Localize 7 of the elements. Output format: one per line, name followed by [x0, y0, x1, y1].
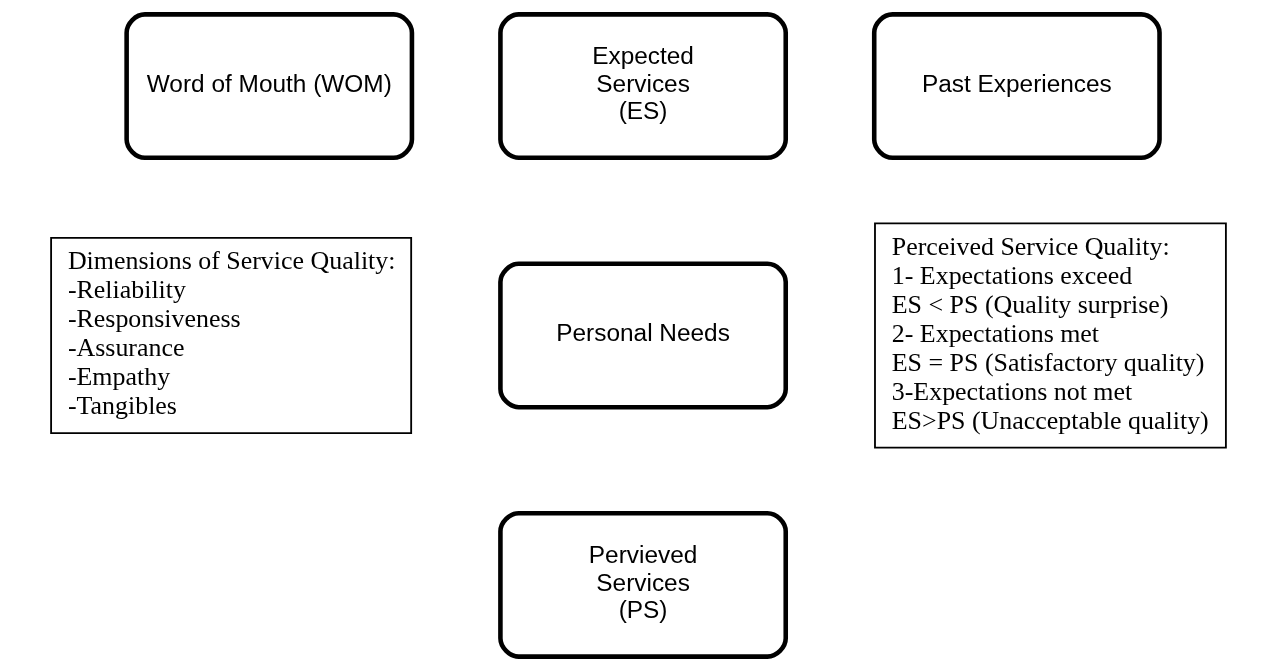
node-box: Pervieved Services (PS) — [497, 510, 788, 659]
node-box: Expected Services (ES) — [497, 12, 788, 161]
node-box: Personal Needs — [497, 261, 788, 410]
node-box: Perceived Service Quality: 1- Expectations exceed ES < PS (Quality surprise) 2- Expectations met ES = PS (Satisfactory quality) 3-Expectations not met ES>PS (Unacceptable quality) — [873, 222, 1227, 449]
node-box: Past Experiences — [871, 12, 1162, 161]
node-box: Word of Mouth (WOM) — [123, 12, 414, 161]
node-box: Dimensions of Service Quality: -Reliability -Responsiveness -Assurance -Empathy -Tangibles — [49, 236, 412, 435]
